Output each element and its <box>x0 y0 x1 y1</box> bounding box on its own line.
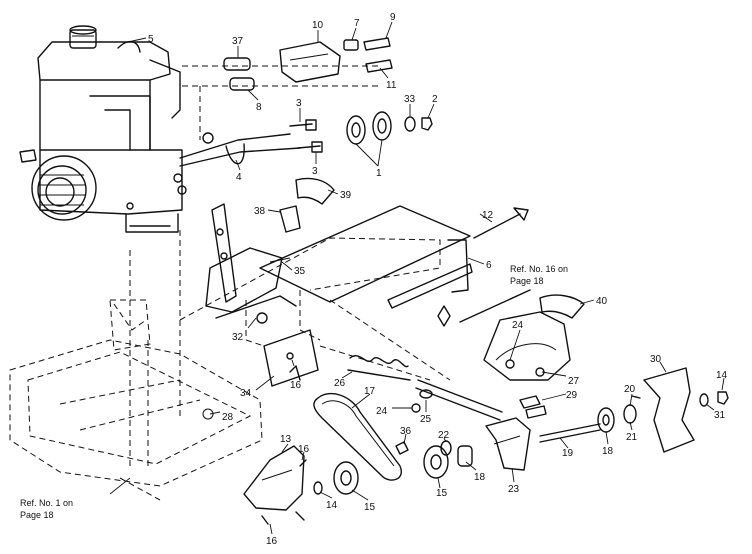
lever-assembly <box>179 177 529 387</box>
callout-14-left: 14 <box>326 500 338 511</box>
callout-18-right: 18 <box>602 446 614 457</box>
callout-16-bottom: 16 <box>266 536 278 547</box>
callout-26: 26 <box>334 378 346 389</box>
callout-32: 32 <box>232 332 244 343</box>
callout-28: 28 <box>222 412 234 423</box>
callout-19: 19 <box>562 448 574 459</box>
callout-16-guard: 16 <box>298 444 310 455</box>
callout-15-left: 15 <box>364 502 376 513</box>
reference-notes: Ref. No. 16 on Page 18 Ref. No. 1 on Pag… <box>20 264 568 520</box>
callout-31: 31 <box>714 410 726 421</box>
callout-3-top: 3 <box>296 98 302 109</box>
callout-37: 37 <box>232 36 244 47</box>
callout-23: 23 <box>508 484 520 495</box>
callout-20: 20 <box>624 384 636 395</box>
ref-1-line-1: Ref. No. 1 on <box>20 498 73 508</box>
callout-40: 40 <box>596 296 608 307</box>
callout-27: 27 <box>568 376 580 387</box>
callout-33: 33 <box>404 94 416 105</box>
callout-17: 17 <box>364 386 376 397</box>
callout-2: 2 <box>432 94 438 105</box>
chassis-frame <box>9 230 263 501</box>
engine <box>19 25 187 233</box>
callout-11: 11 <box>386 80 397 91</box>
cable-linkage <box>179 37 433 167</box>
callout-21: 21 <box>626 432 638 443</box>
callout-6: 6 <box>486 260 492 271</box>
callout-4: 4 <box>236 172 242 183</box>
callout-8: 8 <box>256 102 262 113</box>
ref-1-line-2: Page 18 <box>20 510 54 520</box>
callout-25: 25 <box>420 414 432 425</box>
callout-labels: 5 37 10 7 9 8 11 3 33 2 3 4 1 38 39 12 3… <box>148 12 728 547</box>
callout-39: 39 <box>340 190 352 201</box>
callout-14-right: 14 <box>716 370 728 381</box>
callout-3-bottom: 3 <box>312 166 318 177</box>
callout-5: 5 <box>148 34 154 45</box>
callout-38: 38 <box>254 206 266 217</box>
callout-15-mid: 15 <box>436 488 448 499</box>
callout-18-mid: 18 <box>474 472 486 483</box>
callout-35: 35 <box>294 266 306 277</box>
callout-24-upper: 24 <box>512 320 524 331</box>
callout-16-mid: 16 <box>290 380 302 391</box>
callout-9: 9 <box>390 12 396 23</box>
callout-12: 12 <box>482 210 494 221</box>
callout-36: 36 <box>400 426 412 437</box>
callout-7: 7 <box>354 18 360 29</box>
callout-1: 1 <box>376 168 382 179</box>
ref-16-line-1: Ref. No. 16 on <box>510 264 568 274</box>
idler-assembly <box>415 289 729 471</box>
callout-10: 10 <box>312 20 324 31</box>
callout-22: 22 <box>438 430 450 441</box>
leader-lines <box>109 21 725 535</box>
callout-34: 34 <box>240 388 252 399</box>
ref-16-line-2: Page 18 <box>510 276 544 286</box>
callout-13: 13 <box>280 434 292 445</box>
callout-30: 30 <box>650 354 662 365</box>
callout-24-lower: 24 <box>376 406 388 417</box>
callout-29: 29 <box>566 390 578 401</box>
